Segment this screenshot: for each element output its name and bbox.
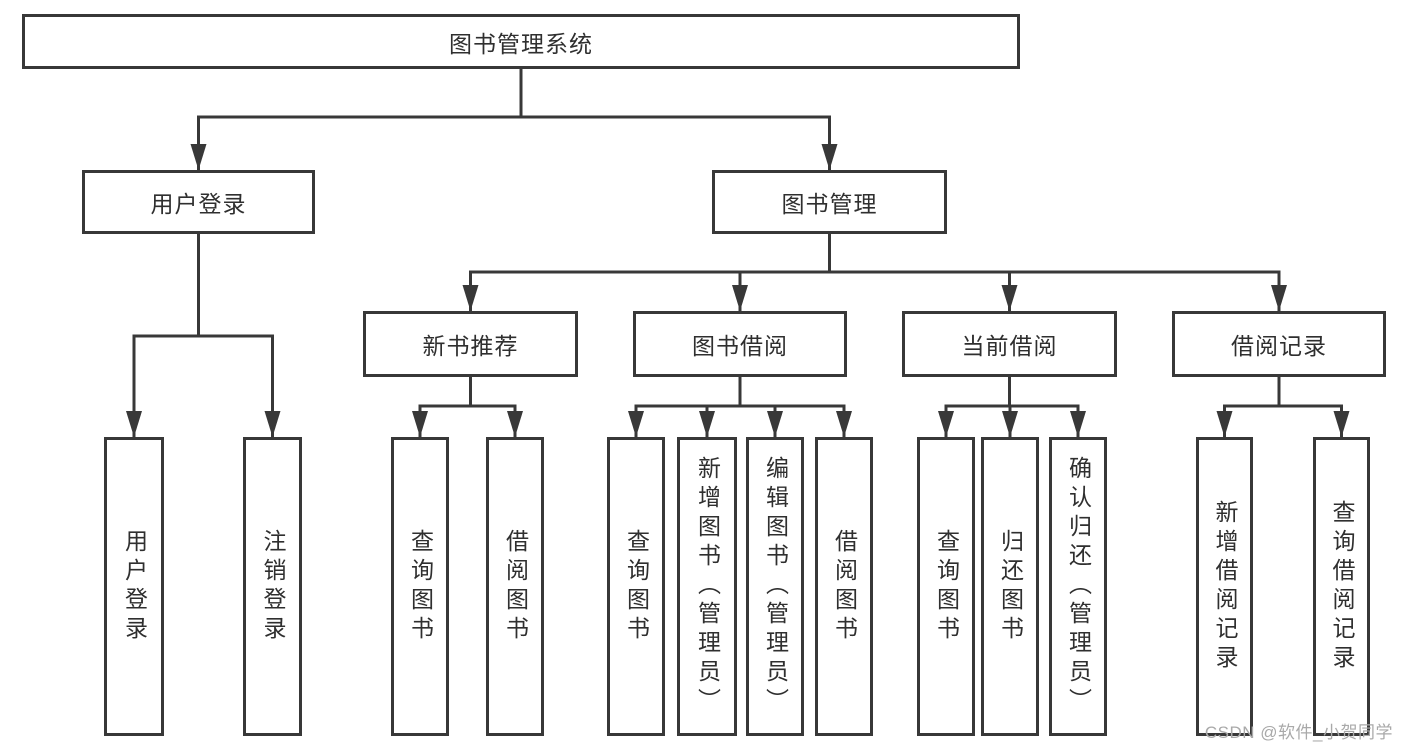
arrowheads <box>126 144 1350 437</box>
node-label: 查询借阅记录 <box>1329 499 1355 674</box>
arrowhead <box>836 411 852 437</box>
arrowhead <box>699 411 715 437</box>
leaf-borrow-books: 借阅图书 <box>815 437 873 736</box>
arrowhead <box>412 411 428 437</box>
leaf-edit-book-admin: 编辑图书（管理员） <box>746 437 804 736</box>
leaf-query-borrow-record: 查询借阅记录 <box>1313 437 1370 736</box>
arrowhead <box>1001 285 1018 311</box>
node-label: 图书管理系统 <box>449 30 593 57</box>
node-book-management: 图书管理 <box>712 170 947 234</box>
leaf-query-books-borrow: 查询图书 <box>607 437 665 736</box>
node-label: 用户登录 <box>121 528 148 645</box>
node-label: 查询图书 <box>407 528 434 645</box>
node-label: 注销登录 <box>260 528 286 645</box>
node-label: 归还图书 <box>997 528 1024 645</box>
arrowhead <box>1333 411 1350 437</box>
node-label: 图书借阅 <box>692 333 788 359</box>
node-label: 借阅记录 <box>1231 333 1327 359</box>
node-label: 当前借阅 <box>961 333 1058 359</box>
node-label: 图书管理 <box>781 191 878 217</box>
node-label: 新书推荐 <box>422 333 519 359</box>
arrowhead <box>767 411 783 437</box>
arrowhead <box>1271 285 1287 311</box>
arrowhead <box>628 411 644 437</box>
node-label: 查询图书 <box>623 528 650 645</box>
leaf-borrow-books-recommend: 借阅图书 <box>486 437 544 736</box>
leaf-logout: 注销登录 <box>243 437 302 736</box>
leaf-query-books-current: 查询图书 <box>917 437 975 736</box>
arrowhead <box>126 411 142 437</box>
arrowhead <box>732 285 748 311</box>
arrowhead <box>507 411 523 437</box>
connector-lines <box>132 67 1343 439</box>
node-label: 编辑图书（管理员） <box>762 456 789 717</box>
arrowhead <box>1070 411 1086 437</box>
arrowhead <box>1002 411 1018 437</box>
node-label: 新增借阅记录 <box>1212 499 1238 674</box>
node-book-borrow: 图书借阅 <box>633 311 847 377</box>
node-current-borrow: 当前借阅 <box>902 311 1117 377</box>
leaf-query-books-recommend: 查询图书 <box>391 437 449 736</box>
node-label: 借阅图书 <box>831 528 858 645</box>
leaf-confirm-return-admin: 确认归还（管理员） <box>1049 437 1107 736</box>
node-borrow-records: 借阅记录 <box>1172 311 1386 377</box>
arrowhead <box>264 411 281 437</box>
node-new-book-recommend: 新书推荐 <box>363 311 578 377</box>
arrowhead <box>462 285 479 311</box>
arrowhead <box>190 144 207 170</box>
arrowhead <box>938 411 954 437</box>
leaf-return-book: 归还图书 <box>981 437 1039 736</box>
node-user-login: 用户登录 <box>82 170 315 234</box>
node-label: 新增图书（管理员） <box>694 456 721 717</box>
leaf-add-book-admin: 新增图书（管理员） <box>677 437 737 736</box>
node-label: 确认归还（管理员） <box>1065 456 1092 717</box>
node-label: 用户登录 <box>150 191 247 217</box>
arrowhead <box>821 144 838 170</box>
leaf-add-borrow-record: 新增借阅记录 <box>1196 437 1253 736</box>
csdn-watermark: CSDN @软件_小贺同学 <box>1204 723 1393 742</box>
node-label: 查询图书 <box>933 528 960 645</box>
leaf-user-login: 用户登录 <box>104 437 164 736</box>
node-label: 借阅图书 <box>502 528 529 645</box>
node-root: 图书管理系统 <box>22 14 1020 69</box>
arrowhead <box>1216 411 1233 437</box>
